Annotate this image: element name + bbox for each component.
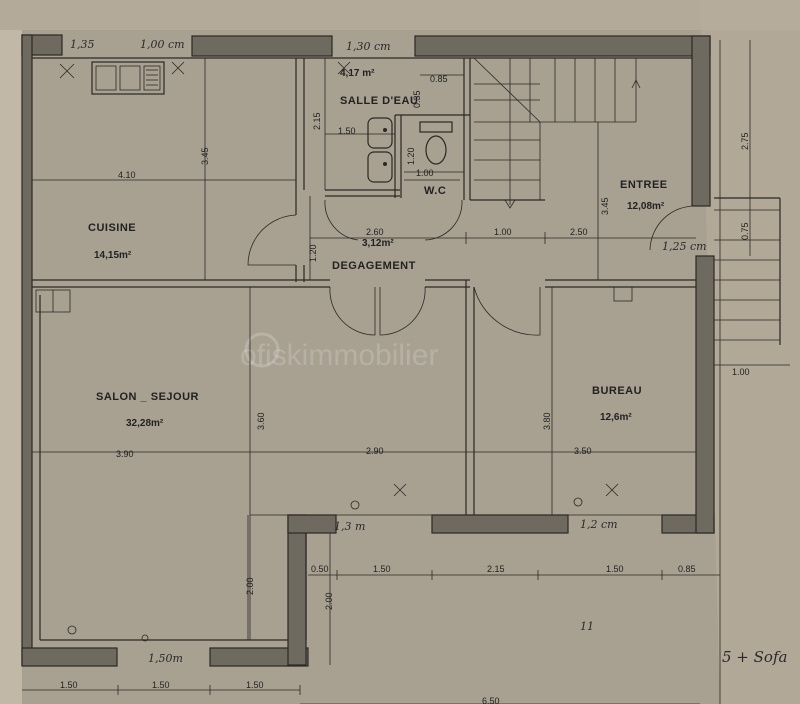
dim-410: 4.10 [118,170,136,180]
dim-085-top: 0.85 [430,74,448,84]
dim-100-stairs: 1.00 [732,367,750,377]
dim-120-deg: 1.20 [308,244,318,262]
dim-350: 3.50 [574,446,592,456]
hand-note-130cm: 1,30 cm [346,40,391,53]
paper-right-edge [700,0,800,704]
room-area-salon: 32,28m² [126,418,164,429]
hand-note-12cm: 1,2 cm [580,518,618,531]
hand-note-5-sofa: 5 + Sofa [722,648,787,666]
dim-200-salon: 2.00 [245,577,255,595]
hand-note-100cm: 1,00 cm [140,38,185,51]
hand-note-150m: 1,50m [148,652,183,665]
dim-345-cuisine: 3.45 [200,147,210,165]
dim-150-a: 1.50 [373,564,391,574]
dim-360: 3.60 [256,412,266,430]
dim-650: 6.50 [482,696,500,704]
hand-note-11: 11 [580,620,594,633]
dim-380: 3.80 [542,412,552,430]
room-label-cuisine: CUISINE [88,222,136,234]
watermark-text: ofiskimmobilier [240,339,438,372]
dim-050: 0.50 [311,564,329,574]
dim-085-bottom: 0.85 [678,564,696,574]
stairs-main [473,57,641,209]
dimension-lines [22,40,790,704]
dim-150-b: 1.50 [606,564,624,574]
dim-035: 0.35 [412,90,422,108]
electrical-marks [59,61,619,642]
room-area-bureau: 12,6m² [600,412,632,423]
dim-260: 2.60 [366,227,384,237]
doors [247,199,697,336]
dim-215-bottom: 2.15 [487,564,505,574]
room-label-entree: ENTREE [620,179,668,191]
dimension-ticks [117,232,663,695]
toilet [404,121,460,181]
dim-100-entree: 1.00 [494,227,512,237]
dim-200-step: 2.00 [324,592,334,610]
exterior-walls [21,34,715,667]
dim-150-sde: 1.50 [338,126,356,136]
room-label-salon: SALON _ SEJOUR [96,391,199,403]
watermark-logo [244,332,280,368]
room-label-degagement: DEGAGEMENT [332,260,416,272]
hand-note-135: 1,35 [70,38,95,51]
room-area-degagement: 3,12m² [362,238,394,249]
dim-120-wc: 1.20 [406,147,416,165]
paper-margin-left [0,0,22,704]
dim-075: 0.75 [740,222,750,240]
dim-275: 2.75 [740,132,750,150]
room-label-wc: W.C [424,185,446,197]
paper-margin-top [0,0,800,30]
dim-345-entree: 3.45 [600,197,610,215]
radiator-bureau [613,286,633,302]
dim-250: 2.50 [570,227,588,237]
kitchen-sink [91,61,165,95]
dim-390: 3.90 [116,449,134,459]
room-label-salle-eau: SALLE D'EAU [340,95,418,107]
room-area-cuisine: 14,15m² [94,250,132,261]
hand-note-125cm: 1,25 cm [662,240,707,253]
hand-note-13m: 1,3 m [334,520,365,533]
dim-150-d: 1.50 [152,680,170,690]
stairs-exterior [714,197,781,345]
dim-100-wc: 1.00 [416,168,434,178]
room-area-entree: 12,08m² [627,201,665,212]
dim-150-c: 1.50 [60,680,78,690]
washbasins [367,117,393,183]
dim-215: 2.15 [312,112,322,130]
dim-150-e: 1.50 [246,680,264,690]
room-area-salle-eau: 4,17 m² [340,68,375,79]
dim-290: 2.90 [366,446,384,456]
room-label-bureau: BUREAU [592,385,642,397]
